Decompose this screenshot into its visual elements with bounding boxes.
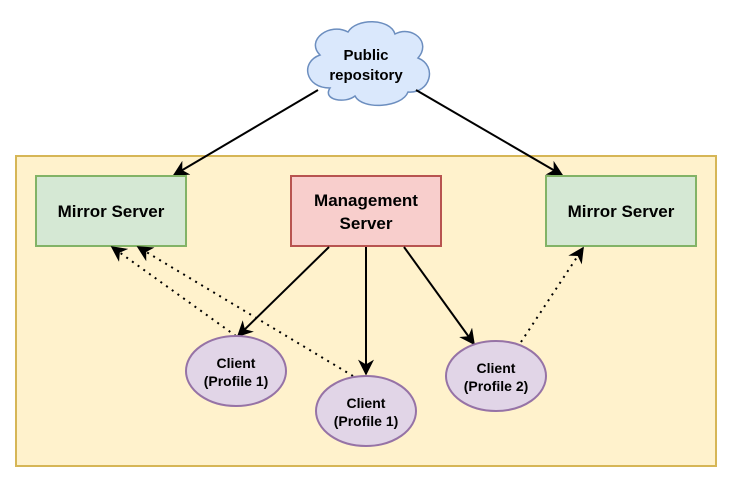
client-3-ellipse (445, 340, 547, 412)
public-repository-cloud: Public repository (306, 21, 431, 107)
cloud-to-right-mirror-arrow (415, 89, 564, 176)
cloud-label-line2: repository (329, 67, 403, 84)
mirror-server-right-label: Mirror Server (568, 202, 675, 221)
management-server-box (290, 175, 442, 247)
cloud-label-line1: Public (343, 47, 388, 64)
management-server: Management Server (290, 175, 442, 247)
management-server-label-line1: Management (314, 191, 418, 210)
client-2-ellipse (315, 375, 417, 447)
client1-to-left-mirror-dotted-arrow (110, 246, 237, 337)
cloud-to-left-mirror-arrow (172, 89, 319, 176)
management-to-client3-arrow (403, 246, 475, 346)
client-1: Client (Profile 1) (185, 335, 287, 407)
mirror-server-left-label: Mirror Server (58, 202, 165, 221)
client-3: Client (Profile 2) (445, 340, 547, 412)
management-to-client1-arrow (236, 246, 330, 338)
client-3-label-line1: Client (477, 360, 516, 376)
client-1-label-line2: (Profile 1) (204, 373, 269, 389)
client-2-label-line1: Client (347, 395, 386, 411)
mirror-server-left: Mirror Server (35, 175, 187, 247)
mirror-server-right: Mirror Server (545, 175, 697, 247)
management-server-label-line2: Server (340, 214, 393, 233)
mirror-server-left-box (35, 175, 187, 247)
cloud-shape (306, 21, 431, 107)
client3-to-right-mirror-dotted-arrow (520, 246, 584, 343)
client-2: Client (Profile 1) (315, 375, 417, 447)
mirror-server-right-box (545, 175, 697, 247)
client-1-ellipse (185, 335, 287, 407)
client-2-label-line2: (Profile 1) (334, 413, 399, 429)
client-1-label-line1: Client (217, 355, 256, 371)
client-3-label-line2: (Profile 2) (464, 378, 529, 394)
